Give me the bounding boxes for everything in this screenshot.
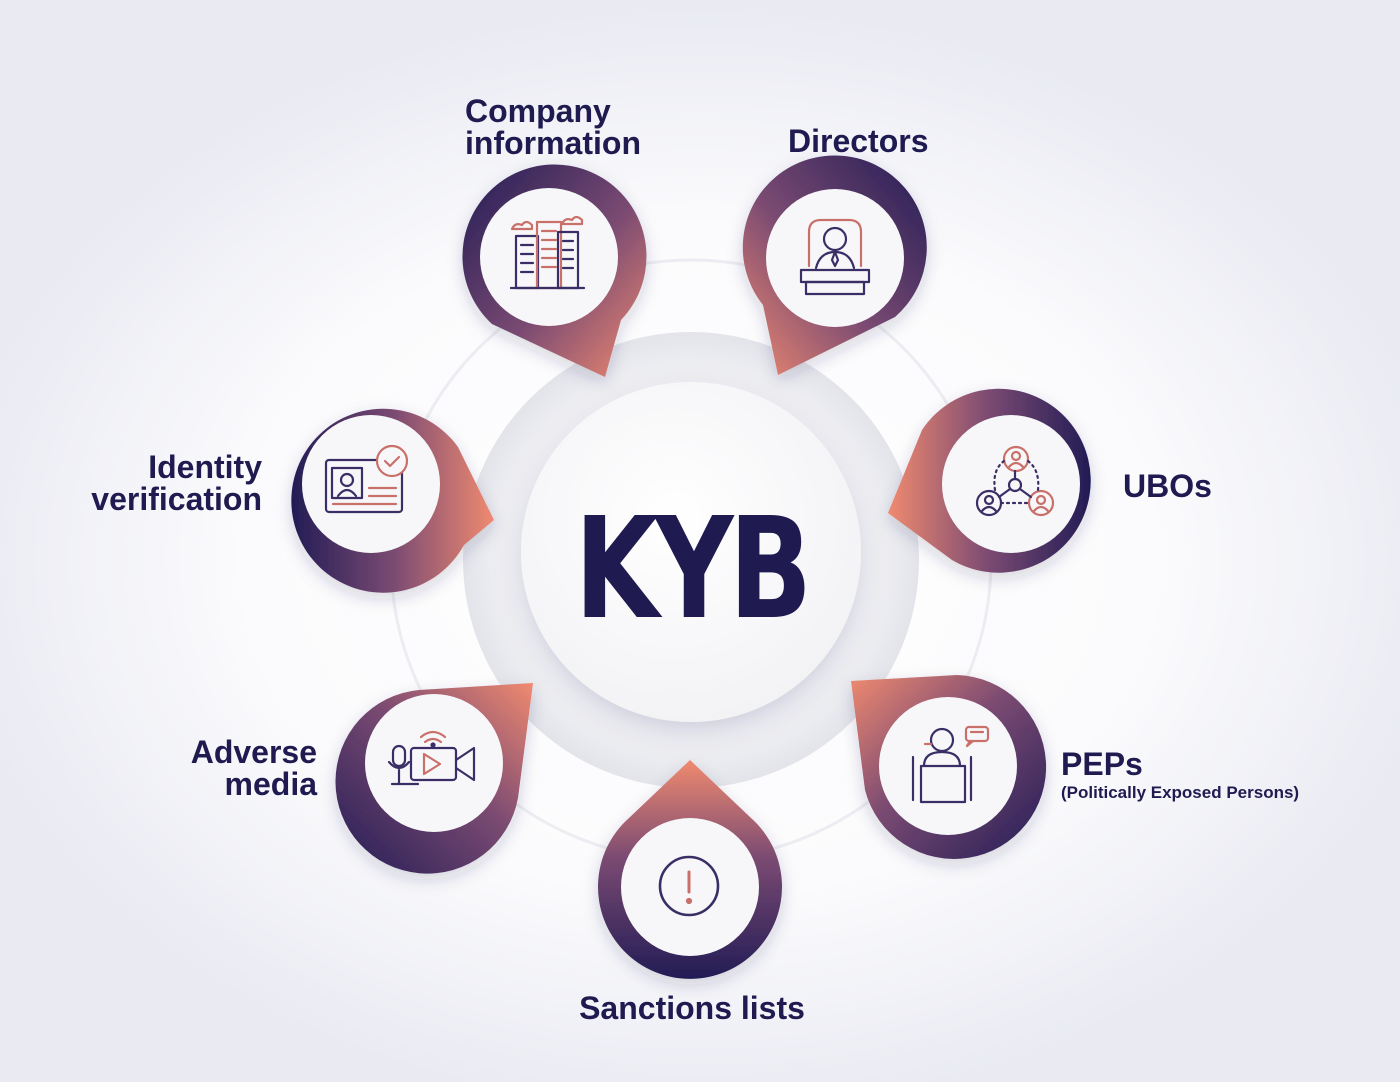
peps-label: PEPs — [1061, 746, 1143, 782]
ubos-pin[interactable] — [888, 388, 1091, 573]
identity-verification-label-line1: Identity — [148, 449, 262, 485]
speaker-podium-icon — [911, 725, 990, 804]
directors-pin[interactable] — [742, 155, 927, 375]
adverse-media-label-line2: media — [224, 766, 317, 802]
company-information-label-line1: Company — [465, 93, 611, 129]
adverse-media-label: Adverse media — [140, 736, 317, 800]
adverse-media-label-line1: Adverse — [190, 734, 317, 770]
kyb-hub — [463, 332, 919, 788]
id-card-check-icon — [324, 444, 409, 514]
peps-label-group: PEPs (Politically Exposed Persons) — [1061, 748, 1299, 804]
sanctions-lists-pin[interactable] — [598, 760, 782, 979]
sanctions-lists-label: Sanctions lists — [579, 990, 805, 1026]
buildings-icon — [509, 215, 586, 290]
peps-pin[interactable] — [851, 675, 1047, 859]
ubos-label: UBOs — [1123, 468, 1212, 504]
company-information-label-line2: information — [465, 125, 641, 161]
media-recording-icon — [387, 730, 476, 786]
identity-verification-label: Identity verification — [40, 451, 262, 515]
director-at-desk-icon — [799, 218, 871, 296]
adverse-media-pin[interactable] — [335, 683, 533, 874]
company-information-label: Company information — [465, 95, 641, 159]
peps-sublabel: (Politically Exposed Persons) — [1061, 783, 1300, 802]
identity-verification-label-line2: verification — [91, 481, 262, 517]
identity-verification-pin[interactable] — [291, 408, 494, 593]
ownership-network-icon — [975, 445, 1055, 517]
kyb-title: KYB — [574, 488, 813, 651]
warning-exclamation-icon — [658, 855, 720, 917]
directors-label: Directors — [788, 123, 929, 159]
company-information-pin[interactable] — [462, 164, 647, 377]
